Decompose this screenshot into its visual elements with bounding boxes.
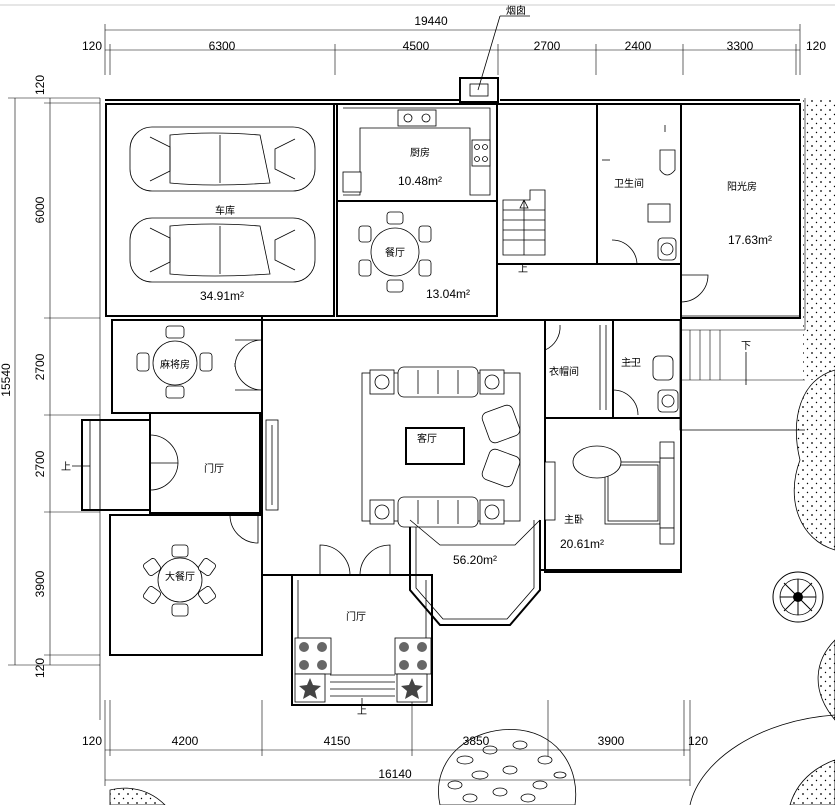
foyer-up-label: 上 <box>61 461 71 473</box>
living-area: 56.20m² <box>453 553 497 567</box>
mahjong-table <box>136 325 213 399</box>
dim-top-total: 19440 <box>414 14 448 28</box>
dim-left-total: 15540 <box>0 363 13 397</box>
dim-top-seg: 120 <box>82 39 102 53</box>
kitchen-fixtures <box>342 107 491 196</box>
dim-left-seg: 2700 <box>33 353 47 380</box>
doors <box>149 239 709 576</box>
dining-table <box>358 211 432 293</box>
cars <box>129 126 316 283</box>
top-dimensions: 19440 120 6300 4500 2700 2400 3300 120 <box>82 14 826 75</box>
sunroom-label: 阳光房 <box>727 180 757 193</box>
stairs <box>502 189 546 256</box>
dim-top-seg: 2400 <box>625 39 652 53</box>
garage-label: 车库 <box>215 204 235 217</box>
dining-area: 13.04m² <box>426 287 470 301</box>
master-bed-furniture <box>544 441 675 545</box>
dim-bottom-seg: 120 <box>82 734 102 748</box>
sunroom-area: 17.63m² <box>728 233 772 247</box>
axis-lines <box>99 98 806 720</box>
big-dining-table <box>143 544 216 617</box>
mahjong-label: 麻将房 <box>160 358 190 371</box>
dim-top-seg: 6300 <box>209 39 236 53</box>
dim-left-seg: 6000 <box>33 196 47 223</box>
closet-label: 衣帽间 <box>549 365 579 378</box>
dim-left-seg: 120 <box>33 658 47 678</box>
dim-left-seg: 2700 <box>33 450 47 477</box>
dim-bottom-total: 16140 <box>378 767 412 781</box>
foyer-label: 门厅 <box>204 462 224 475</box>
dim-left-seg: 120 <box>33 75 47 95</box>
garage-area: 34.91m² <box>200 289 244 303</box>
chimney-text: 烟囱 <box>506 4 526 17</box>
kitchen-area: 10.48m² <box>398 174 442 188</box>
down-label: 下 <box>741 341 751 352</box>
big-dining-label: 大餐厅 <box>165 570 195 583</box>
stair-up-label: 上 <box>518 263 528 275</box>
bathroom-label: 卫生间 <box>614 177 644 190</box>
bottom-dimensions: 120 4200 4150 3850 3900 120 16140 <box>82 700 708 786</box>
dim-left-seg: 3900 <box>33 570 47 597</box>
master-bath-fixtures <box>628 355 679 413</box>
entrance-label: 门厅 <box>346 610 366 623</box>
dim-top-seg: 120 <box>806 39 826 53</box>
master-bed-area: 20.61m² <box>560 537 604 551</box>
dim-top-seg: 2700 <box>534 39 561 53</box>
landscape <box>109 100 835 805</box>
dim-top-seg: 3300 <box>727 39 754 53</box>
master-bath-label: 主卫 <box>621 357 641 369</box>
bathroom-fixtures <box>602 125 677 261</box>
room-labels: 车库 34.91m² 厨房 10.48m² 餐厅 13.04m² 上 卫生间 阳… <box>61 146 772 717</box>
dim-bottom-seg: 3850 <box>463 734 490 748</box>
kitchen-label: 厨房 <box>410 146 430 159</box>
left-dimensions: 15540 120 6000 2700 2700 3900 120 <box>0 75 100 678</box>
master-bed-label: 主卧 <box>564 513 584 526</box>
walls <box>81 77 801 706</box>
entrance-up-label: 上 <box>357 705 367 717</box>
dining-label: 餐厅 <box>385 246 405 259</box>
living-label: 客厅 <box>417 432 437 445</box>
living-furniture <box>265 366 541 546</box>
dim-top-seg: 4500 <box>403 39 430 53</box>
dim-bottom-seg: 4150 <box>324 734 351 748</box>
dim-bottom-seg: 3900 <box>598 734 625 748</box>
dim-bottom-seg: 120 <box>688 734 708 748</box>
porch-planters <box>294 637 432 703</box>
dim-bottom-seg: 4200 <box>172 734 199 748</box>
closet-fixtures <box>599 325 607 410</box>
